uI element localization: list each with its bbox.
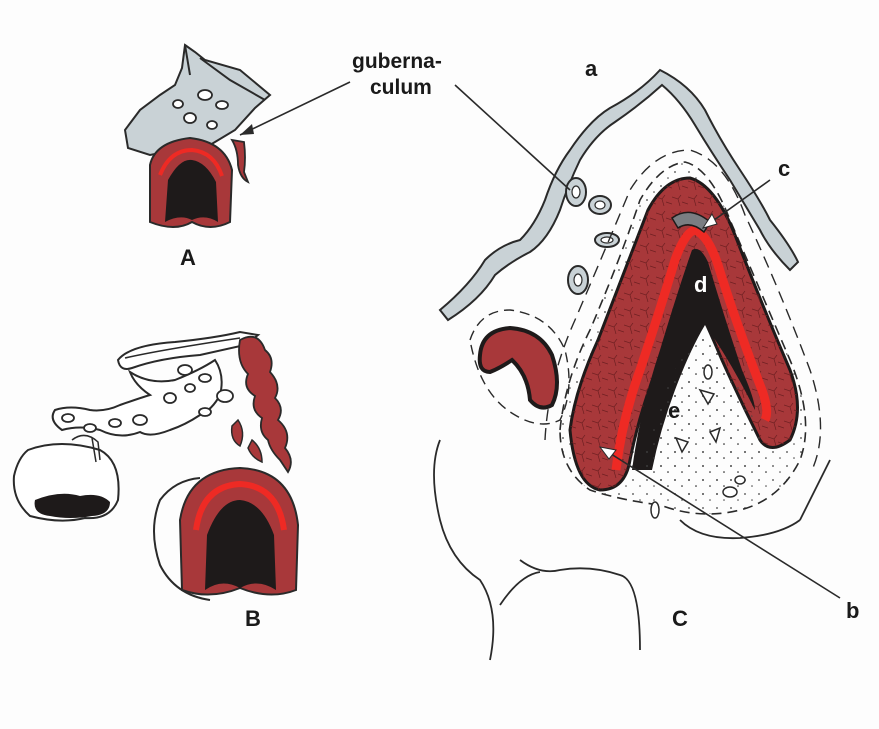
panel-c-primary-tooth-germ [480, 328, 557, 408]
label-part-c: c [778, 156, 790, 181]
label-part-d: d [694, 272, 707, 297]
label-panel-b: B [245, 606, 261, 631]
panel-c-drawing [434, 70, 830, 660]
panel-b-epithelium [118, 332, 258, 369]
panel-a-gubernaculum [232, 140, 248, 182]
panel-a-drawing [125, 45, 270, 227]
label-gubernaculum-line1: guberna- [352, 50, 442, 73]
panel-b-gubernaculum [239, 337, 291, 472]
panel-b-drawing [14, 332, 298, 600]
arrowhead-gubernaculum [240, 124, 254, 135]
label-part-a: a [585, 56, 598, 81]
label-part-b: b [846, 598, 859, 623]
label-gubernaculum-line2: culum [370, 76, 432, 99]
label-panel-c: C [672, 606, 688, 631]
label-part-e: e [668, 398, 680, 423]
label-panel-a: A [180, 245, 196, 270]
